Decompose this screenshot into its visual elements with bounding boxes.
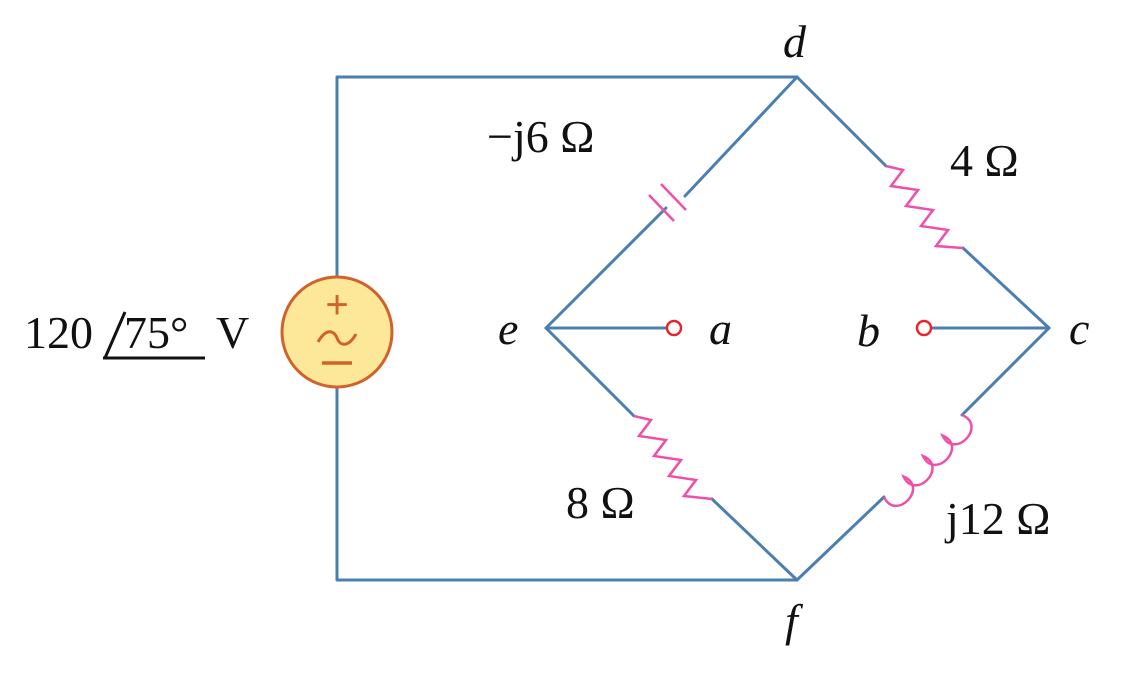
resistor-8-ohm — [633, 414, 713, 501]
resistor-4-value-label: 4 Ω — [950, 135, 1019, 186]
source-magnitude: 120 — [24, 307, 93, 358]
wire-d-capacitor — [683, 75, 799, 198]
wire-source-bottom — [335, 384, 799, 582]
resistor-8-value-label: 8 Ω — [566, 477, 635, 528]
resistor-4-ohm — [885, 164, 964, 250]
source-plus-sign: + — [325, 283, 348, 327]
wire-inductor-f — [795, 495, 886, 582]
source-body — [280, 275, 394, 389]
source-unit: V — [216, 307, 249, 358]
source-tilde-icon — [316, 330, 358, 346]
wire-source-top — [335, 75, 799, 280]
node-label-e: e — [498, 303, 518, 354]
capacitor-plate-1 — [648, 194, 675, 222]
wire-e-resistor8 — [544, 326, 636, 418]
resistor-8-zigzag — [633, 414, 713, 501]
inductor-value-label: j12 Ω — [944, 493, 1050, 544]
node-label-f: f — [785, 595, 804, 646]
source-angle: 75° — [124, 307, 188, 358]
wire-capacitor-e — [544, 206, 668, 330]
wire-d-resistor4 — [795, 75, 888, 168]
wire-resistor4-c — [961, 246, 1051, 330]
angle-symbol-slant — [103, 311, 127, 359]
terminal-a[interactable] — [665, 319, 683, 337]
inductor-coils — [882, 413, 973, 508]
wires — [335, 75, 1051, 582]
resistor-4-zigzag — [885, 164, 964, 250]
node-label-c: c — [1069, 303, 1089, 354]
node-label-a: a — [709, 303, 732, 354]
node-label-d: d — [783, 16, 807, 67]
capacitor-value-label: −j6 Ω — [487, 111, 594, 162]
capacitor-plate-2 — [660, 183, 687, 211]
terminal-b[interactable] — [915, 319, 933, 337]
inductor — [882, 413, 973, 508]
wire-resistor8-f — [710, 497, 799, 582]
ac-voltage-source: + — [280, 275, 394, 389]
source-label: 120 75° V — [24, 307, 249, 360]
capacitor — [648, 183, 687, 222]
wire-c-inductor — [960, 326, 1051, 417]
node-label-b: b — [857, 305, 880, 356]
